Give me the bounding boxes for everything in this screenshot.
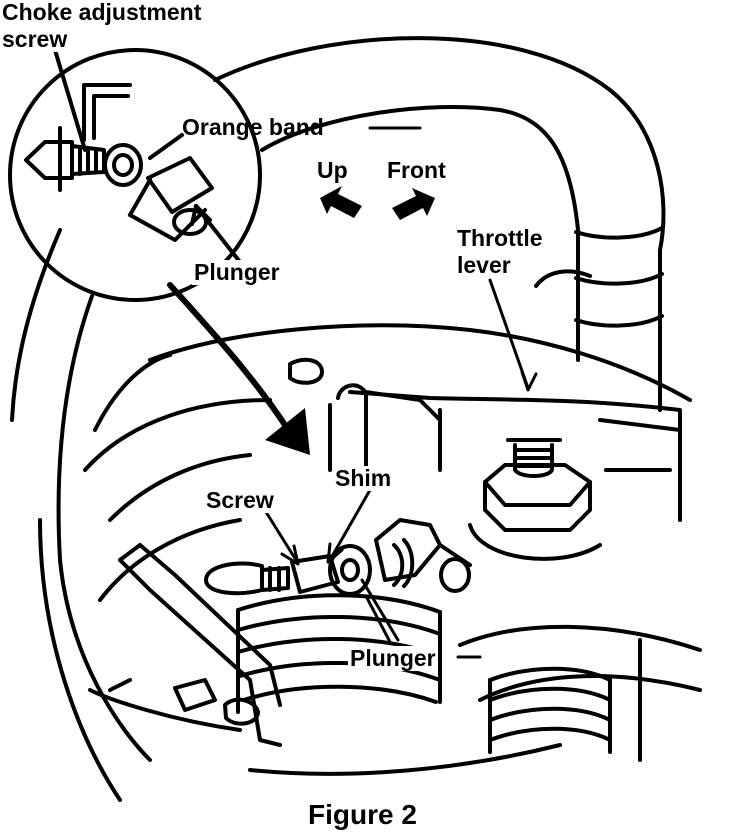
choke-adjustment-screw-label-line1: Choke adjustment — [0, 0, 204, 25]
inset-plunger-label: Plunger — [192, 259, 282, 285]
up-label: Up — [317, 157, 348, 183]
spring-coils-right — [488, 666, 612, 754]
nut-assembly — [468, 438, 602, 561]
linkage-arm — [108, 543, 282, 747]
orange-band-label: Orange band — [182, 114, 324, 140]
figure-caption: Figure 2 — [308, 799, 417, 830]
front-label: Front — [387, 157, 446, 183]
cable-tube — [534, 226, 664, 412]
screw-label: Screw — [204, 487, 276, 513]
front-arrow-icon — [392, 188, 435, 220]
leader-lines — [264, 278, 538, 659]
choke-adjustment-screw-label-line2: screw — [0, 26, 70, 52]
plunger-label: Plunger — [348, 645, 438, 671]
shim-label: Shim — [333, 465, 394, 491]
throttle-lever-label-line2: lever — [455, 252, 513, 278]
choke-screw-group — [204, 518, 472, 596]
up-arrow-icon — [320, 186, 362, 218]
pointer-arrow — [167, 282, 310, 455]
direction-arrows — [320, 186, 435, 220]
inset-detail — [8, 48, 422, 302]
throttle-lever-label-line1: Throttle — [455, 225, 545, 251]
carburetor-body — [83, 323, 702, 776]
housing-outline — [10, 36, 666, 802]
choke-rod — [328, 383, 442, 472]
